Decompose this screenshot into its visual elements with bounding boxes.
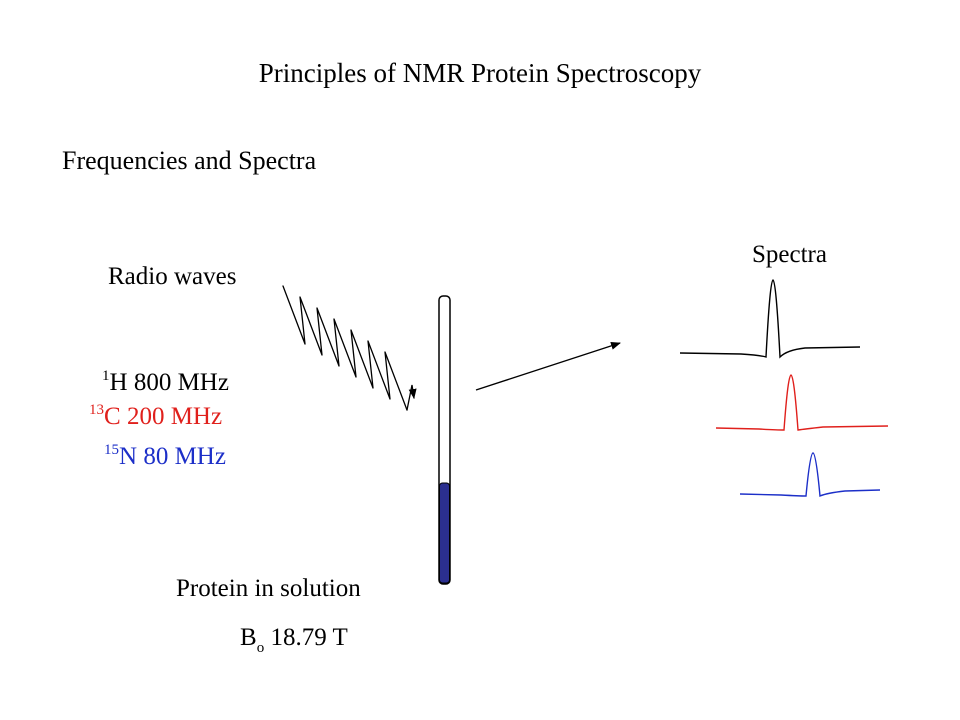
spectra-label: Spectra [752, 241, 827, 268]
sample-label: Protein in solution [176, 575, 361, 602]
field-value: 18.79 T [270, 624, 348, 651]
isotope-mass: 15 [104, 442, 119, 458]
slide-title: Principles of NMR Protein Spectroscopy [258, 58, 702, 88]
radio-wave-icon [282, 285, 417, 411]
spectrum-n15 [739, 452, 881, 498]
frequency-n15: 15N 80 MHz [104, 442, 226, 470]
element-symbol: H [109, 369, 128, 396]
isotope-mass: 13 [89, 402, 104, 418]
isotope-mass: 1 [102, 368, 110, 384]
signal-arrow-icon [475, 341, 621, 391]
frequency-value: 800 MHz [133, 369, 229, 396]
slide-subtitle: Frequencies and Spectra [62, 146, 317, 175]
field-subscript: o [256, 640, 265, 656]
frequency-value: 200 MHz [126, 403, 223, 430]
field-strength: Bo 18.79 T [240, 624, 348, 656]
nmr-tube-icon [438, 295, 451, 585]
element-symbol: N [119, 443, 138, 470]
frequency-h1: 1H 800 MHz [102, 368, 229, 396]
element-symbol: C [104, 403, 121, 430]
spectrum-h1 [679, 279, 861, 359]
frequency-c13: 13C 200 MHz [89, 402, 223, 430]
radio-waves-label: Radio waves [108, 263, 237, 290]
frequency-value: 80 MHz [143, 443, 226, 470]
field-symbol: B [240, 624, 257, 651]
spectrum-c13 [715, 374, 889, 431]
